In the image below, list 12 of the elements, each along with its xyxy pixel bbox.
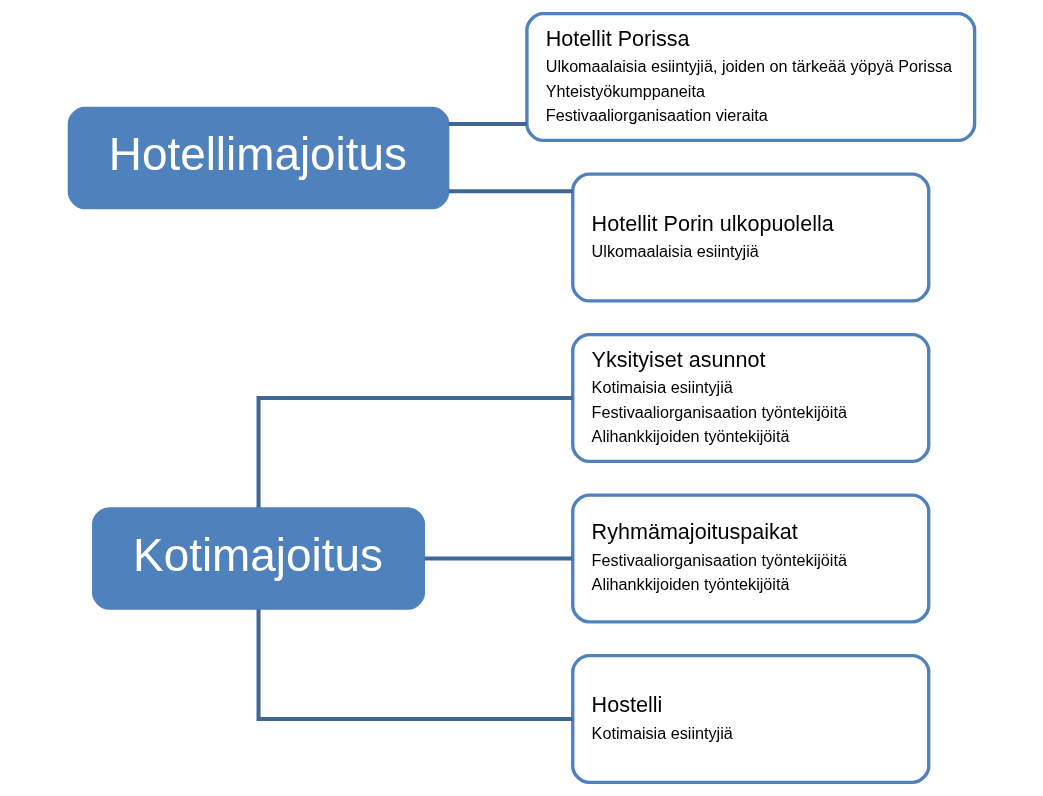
node-box: Hostelli Kotimaisia esiintyjiä [571, 653, 931, 784]
node-box: Hotellit Porin ulkopuolella Ulkomaalaisia esiintyjiä [571, 172, 931, 303]
connector [256, 609, 573, 721]
node-box: Hotellimajoitus [67, 106, 450, 210]
connector [448, 121, 527, 126]
node-box: Ryhmämajoituspaikat Festivaaliorganisaation työntekijöitä Alihankkijoiden työntekijöitä [571, 493, 931, 624]
node-box: Kotimajoitus [92, 507, 426, 610]
node-box: Hotellit Porissa Ulkomaalaisia esiintyjiä, joiden on tärkeää yöpyä Porissa Yhteistyökumppaneita Festivaaliorganisaation vieraita [525, 12, 977, 143]
connector [448, 189, 573, 194]
connector [424, 556, 573, 561]
node-box: Yksityiset asunnot Kotimaisia esiintyjiä Festivaaliorganisaation työntekijöitä Alihankkijoiden työntekijöitä [571, 332, 931, 464]
connector [256, 395, 573, 508]
